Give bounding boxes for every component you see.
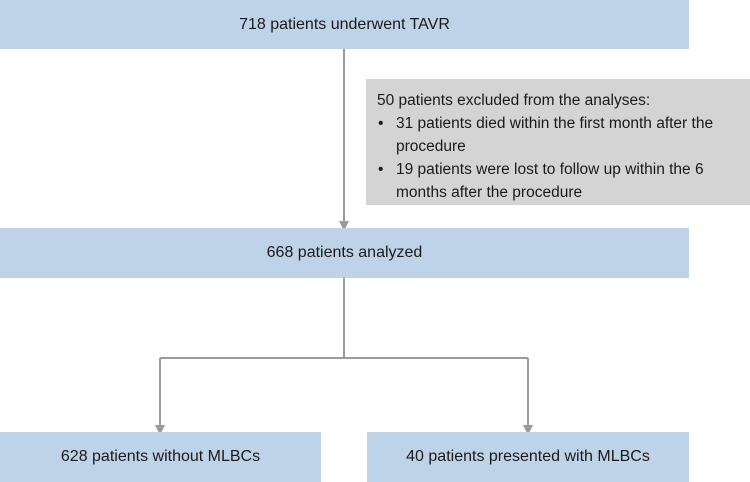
exclusion-heading: 50 patients excluded from the analyses: <box>377 92 651 109</box>
exclusion-item: 31 patients died within the first month … <box>377 112 738 158</box>
exclusion-item: 19 patients were lost to follow up withi… <box>377 158 738 204</box>
right-outcome-label: 40 patients presented with MLBCs <box>406 448 650 465</box>
top-box: 718 patients underwent TAVR <box>0 0 689 49</box>
analyzed-box-label: 668 patients analyzed <box>266 244 423 261</box>
exclusion-box: 50 patients excluded from the analyses: … <box>366 79 750 205</box>
left-outcome-label: 628 patients without MLBCs <box>60 448 261 465</box>
right-outcome-box: 40 patients presented with MLBCs <box>367 432 689 482</box>
analyzed-box: 668 patients analyzed <box>0 228 689 278</box>
left-outcome-box: 628 patients without MLBCs <box>0 432 321 482</box>
top-box-label: 718 patients underwent TAVR <box>239 15 450 33</box>
exclusion-list: 31 patients died within the first month … <box>377 112 738 204</box>
